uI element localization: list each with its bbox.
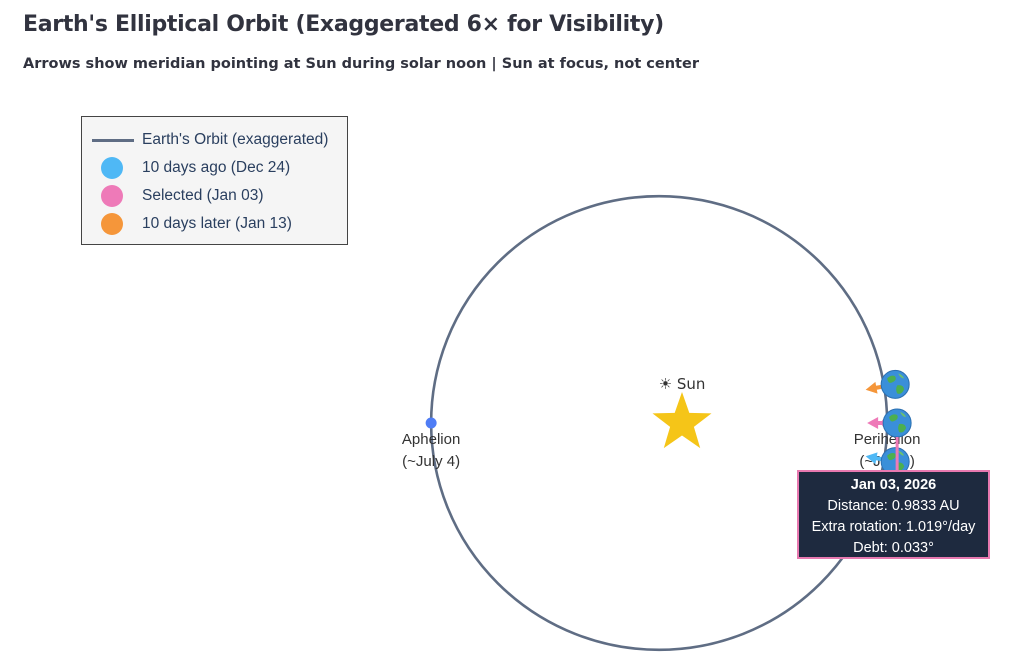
legend-label: 10 days ago (Dec 24)	[142, 159, 291, 176]
legend-item-10-days-ago[interactable]: 10 days ago (Dec 24)	[90, 156, 290, 180]
sun-star	[652, 392, 712, 449]
legend-item-orbit[interactable]: Earth's Orbit (exaggerated)	[90, 128, 328, 152]
legend-dot-swatch	[90, 212, 136, 236]
earth-position	[867, 408, 912, 438]
legend-item-10-days-later[interactable]: 10 days later (Jan 13)	[90, 212, 292, 236]
continent-shape	[900, 412, 907, 417]
legend-dot-swatch	[90, 156, 136, 180]
continent-shape	[887, 375, 896, 383]
meridian-arrow-head	[867, 417, 879, 429]
aphelion-label: Aphelion (~July 4)	[402, 431, 460, 470]
aphelion-label-line: Aphelion	[402, 431, 460, 448]
hover-tooltip: Jan 03, 2026 Distance: 0.9833 AU Extra r…	[797, 470, 990, 559]
continent-shape	[898, 423, 907, 433]
tooltip-distance: Distance: 0.9833 AU	[827, 498, 960, 514]
orbit-path	[429, 194, 889, 652]
aphelion-marker	[425, 417, 437, 429]
earth-globe-icon	[882, 408, 912, 438]
chart-subtitle: Arrows show meridian pointing at Sun dur…	[23, 56, 699, 72]
earth-position	[865, 369, 910, 399]
chart-title: Earth's Elliptical Orbit (Exaggerated 6×…	[23, 12, 664, 37]
continent-shape	[896, 385, 905, 394]
legend-item-selected[interactable]: Selected (Jan 03)	[90, 184, 264, 208]
sun-label: ☀ Sun	[659, 375, 706, 393]
legend: Earth's Orbit (exaggerated) 10 days ago …	[81, 116, 348, 245]
continent-shape	[887, 452, 896, 461]
markers-layer: Aphelion(~July 4)Perihelion(~Jan 3)	[402, 417, 921, 470]
meridian-arrow-head	[865, 381, 878, 394]
legend-label: Earth's Orbit (exaggerated)	[142, 131, 329, 148]
orbit-layer	[429, 194, 889, 652]
aphelion-label-line: (~July 4)	[402, 453, 460, 470]
earth-layer	[865, 369, 912, 477]
tooltip-debt: Debt: 0.033°	[853, 540, 934, 556]
continent-shape	[889, 414, 898, 422]
meridian-arrow-head	[865, 452, 878, 465]
legend-line-swatch	[90, 128, 136, 152]
legend-label: Selected (Jan 03)	[142, 187, 264, 204]
continent-shape	[898, 373, 905, 379]
legend-dot-swatch	[90, 184, 136, 208]
tooltip-extra-rotation: Extra rotation: 1.019°/day	[811, 519, 976, 535]
perihelion-label-line: Perihelion	[854, 431, 921, 448]
legend-label: 10 days later (Jan 13)	[142, 215, 292, 232]
tooltip-date: Jan 03, 2026	[850, 477, 937, 493]
continent-shape	[898, 450, 905, 456]
sun-layer: ☀ Sun	[652, 375, 712, 449]
earth-globe-icon	[880, 369, 910, 399]
